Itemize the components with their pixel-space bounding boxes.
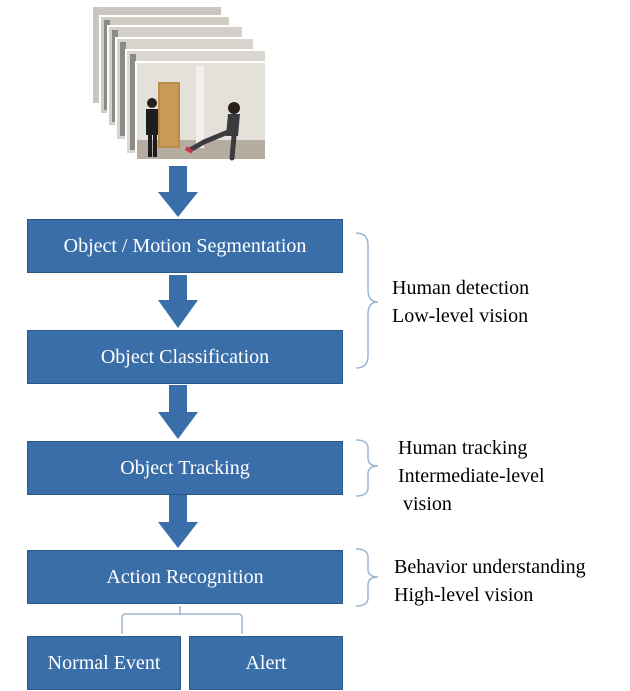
step-tracking-label: Object Tracking (120, 456, 250, 479)
annotation-detection: Human detection Low-level vision (392, 274, 529, 330)
outcome-alert-box: Alert (189, 636, 343, 690)
step-recognition-label: Action Recognition (106, 565, 264, 588)
annotation-detection-line-1: Human detection (392, 277, 530, 299)
annotation-tracking-line-1: Human tracking (398, 437, 528, 459)
video-frame-front (135, 61, 267, 161)
flow-arrow-3 (158, 385, 198, 439)
step-classification-box: Object Classification (27, 330, 343, 384)
brace-detection (355, 232, 379, 369)
flow-arrow-2 (158, 275, 198, 328)
outcome-normal-label: Normal Event (47, 651, 161, 674)
flow-arrow-4 (158, 495, 198, 548)
brace-behavior (355, 548, 379, 607)
step-segmentation-box: Object / Motion Segmentation (27, 219, 343, 273)
person-kicking (184, 102, 240, 161)
step-classification-label: Object Classification (100, 345, 270, 368)
annotation-detection-line-2: Low-level vision (392, 305, 529, 327)
outcome-connector (121, 606, 243, 634)
annotation-behavior: Behavior understanding High-level vision (394, 553, 586, 609)
outcome-normal-box: Normal Event (27, 636, 181, 690)
step-tracking-box: Object Tracking (27, 441, 343, 495)
annotation-tracking: Human tracking Intermediate-level vision (398, 434, 545, 518)
annotation-tracking-line-2: Intermediate-level (398, 465, 545, 487)
annotation-behavior-line-1: Behavior understanding (394, 556, 586, 578)
annotation-behavior-line-2: High-level vision (394, 584, 534, 606)
step-recognition-box: Action Recognition (27, 550, 343, 604)
step-segmentation-label: Object / Motion Segmentation (63, 234, 307, 257)
person-standing (146, 98, 158, 157)
brace-tracking (355, 439, 379, 497)
outcome-alert-label: Alert (245, 651, 287, 674)
annotation-tracking-line-3: vision (398, 493, 452, 515)
flow-arrow-1 (158, 166, 198, 217)
